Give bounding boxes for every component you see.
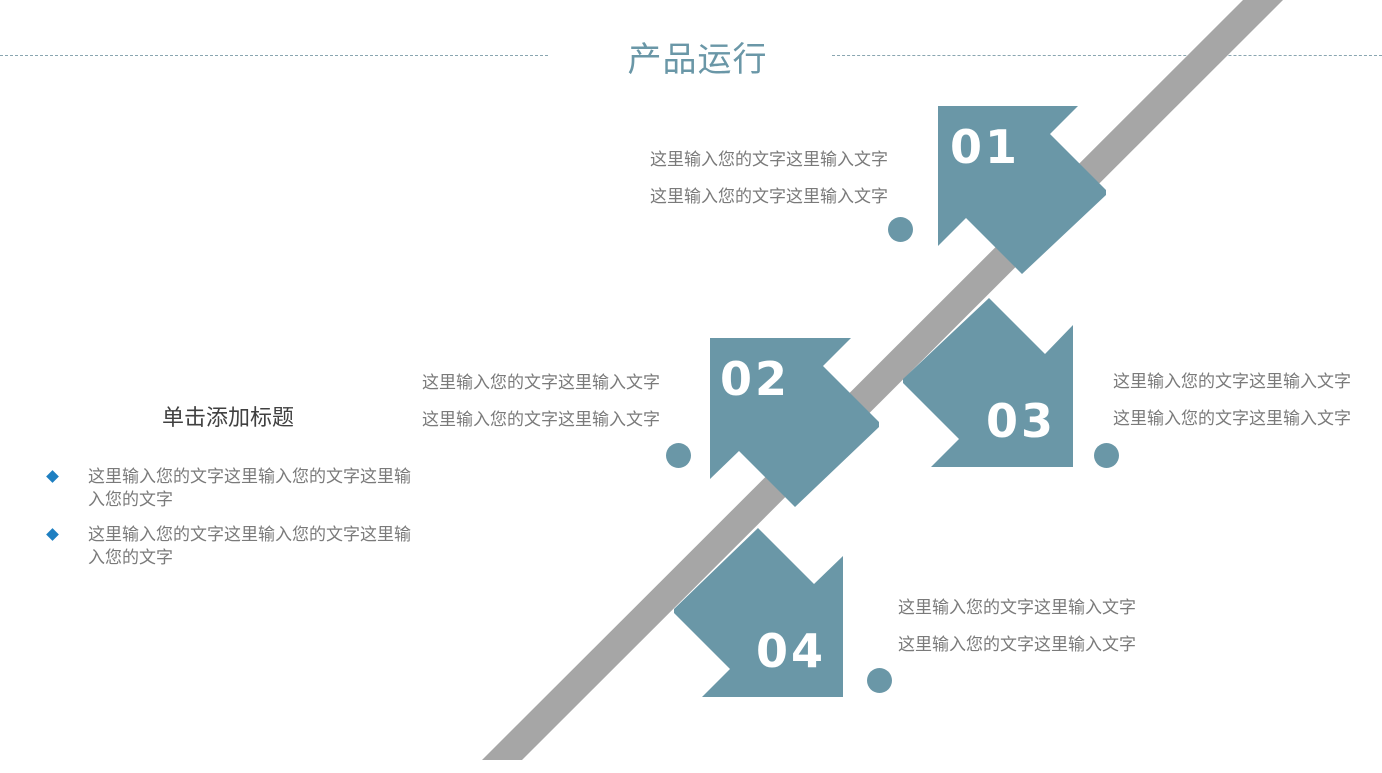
step-text-line: 这里输入您的文字这里输入文字 (422, 373, 660, 393)
header-divider-left (0, 55, 548, 56)
step-dot-04 (867, 668, 892, 693)
arrow-shape-01 (938, 106, 1106, 274)
step-text-line: 这里输入您的文字这里输入文字 (650, 150, 888, 170)
section-heading: 单击添加标题 (162, 406, 295, 431)
step-number-03: 03 (986, 394, 1057, 448)
step-text-04: 这里输入您的文字这里输入文字 这里输入您的文字这里输入文字 (898, 590, 1136, 664)
step-number-01: 01 (950, 120, 1021, 174)
step-text-01: 这里输入您的文字这里输入文字 这里输入您的文字这里输入文字 (650, 142, 888, 216)
step-text-03: 这里输入您的文字这里输入文字 这里输入您的文字这里输入文字 (1113, 364, 1351, 438)
step-dot-02 (666, 443, 691, 468)
arrow-shape-04 (674, 528, 843, 697)
arrow-shape-02 (710, 338, 879, 507)
step-text-line: 这里输入您的文字这里输入文字 (422, 410, 660, 430)
step-text-line: 这里输入您的文字这里输入文字 (1113, 409, 1351, 429)
step-text-line: 这里输入您的文字这里输入文字 (898, 598, 1136, 618)
step-text-line: 这里输入您的文字这里输入文字 (650, 187, 888, 207)
step-number-02: 02 (720, 352, 791, 406)
header-divider-right (832, 55, 1382, 56)
bullet-text: 这里输入您的文字这里输入您的文字这里输入您的文字 (88, 525, 411, 568)
page-title: 产品运行 (627, 40, 768, 80)
bullet-text: 这里输入您的文字这里输入您的文字这里输入您的文字 (88, 467, 411, 510)
step-dot-01 (888, 217, 913, 242)
step-text-line: 这里输入您的文字这里输入文字 (1113, 372, 1351, 392)
step-text-02: 这里输入您的文字这里输入文字 这里输入您的文字这里输入文字 (422, 365, 660, 439)
step-text-line: 这里输入您的文字这里输入文字 (898, 635, 1136, 655)
step-number-04: 04 (756, 624, 827, 678)
step-dot-03 (1094, 443, 1119, 468)
arrow-shape-03 (903, 298, 1073, 467)
